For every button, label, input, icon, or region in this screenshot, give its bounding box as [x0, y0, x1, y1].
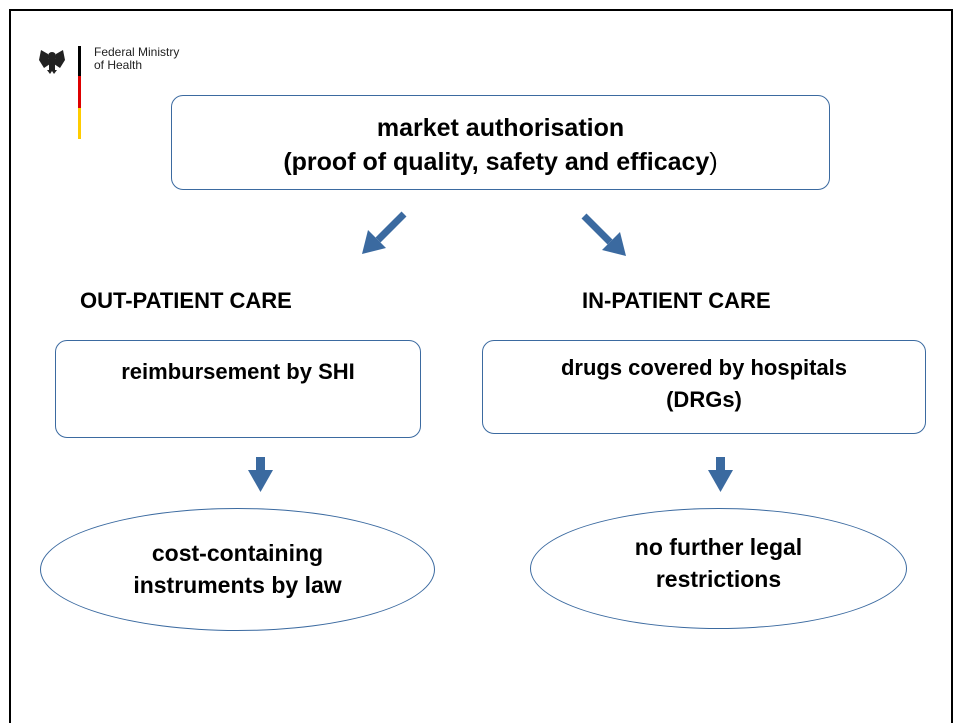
no-restrictions-line2: restrictions: [655, 566, 782, 592]
no-restrictions-line1: no further legal: [634, 534, 803, 560]
slide-frame: [9, 9, 953, 723]
ministry-name: Federal Ministry of Health: [94, 46, 179, 72]
market-authorisation-title: market authorisation: [376, 114, 625, 142]
eagle-icon: [39, 50, 65, 74]
hospital-drugs-box: drugs covered by hospitals (DRGs): [482, 340, 926, 434]
subtitle-bold: (proof of quality, safety and efficacy: [283, 148, 710, 176]
flag-gold: [78, 108, 81, 139]
cost-containing-line2: instruments by law: [133, 572, 342, 598]
cost-containing-line1: cost-containing: [151, 540, 324, 566]
hospital-drugs-line1: drugs covered by hospitals: [560, 355, 848, 380]
ministry-line1: Federal Ministry: [94, 45, 180, 59]
hospital-drugs-line2: (DRGs): [666, 387, 742, 412]
subtitle-tail: ): [709, 148, 718, 176]
no-restrictions-oval: no further legal restrictions: [530, 508, 907, 629]
cost-containing-oval: cost-containing instruments by law: [40, 508, 435, 631]
flag-black: [78, 46, 81, 76]
outpatient-heading: OUT-PATIENT CARE: [80, 288, 292, 313]
flag-red: [78, 76, 81, 108]
market-authorisation-box: market authorisation (proof of quality, …: [171, 95, 830, 190]
federal-eagle-logo: [39, 46, 81, 139]
reimbursement-label: reimbursement by SHI: [121, 359, 355, 384]
reimbursement-box: reimbursement by SHI: [55, 340, 421, 438]
inpatient-heading: IN-PATIENT CARE: [582, 288, 771, 313]
market-authorisation-subtitle: (proof of quality, safety and efficacy): [172, 145, 829, 179]
ministry-line2: of Health: [94, 58, 143, 72]
